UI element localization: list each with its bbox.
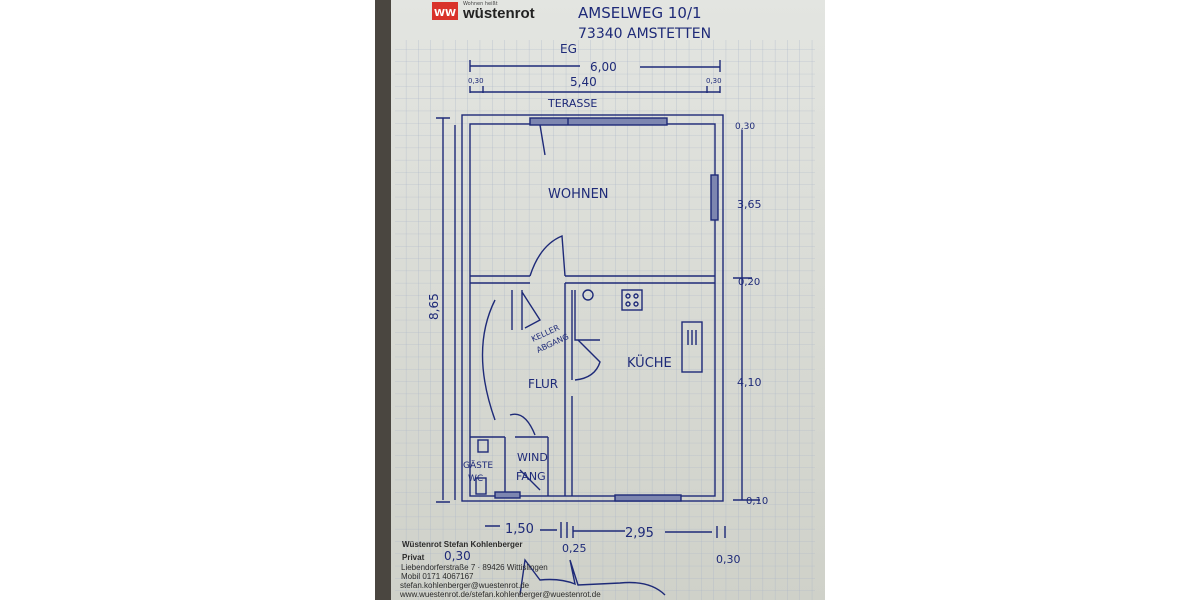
grid bbox=[395, 40, 815, 600]
logo-mark bbox=[432, 2, 458, 20]
dim-right-mid-wall: 0,20 bbox=[738, 277, 760, 288]
dim-bottom-left: 1,50 bbox=[505, 522, 534, 537]
dim-right-kitchen: 4,10 bbox=[737, 376, 762, 389]
svg-text:Wohnen heißt: Wohnen heißt bbox=[463, 1, 498, 7]
label-wc-1: GÄSTE bbox=[463, 460, 493, 471]
dim-bottom-mid-wall: 0,25 bbox=[562, 542, 587, 555]
plan-lines bbox=[436, 60, 760, 596]
label-vestibule-1: WIND bbox=[517, 451, 548, 464]
svg-text:WW: WW bbox=[434, 8, 456, 19]
card-street: Liebendorferstraße 7 · 89426 Wittislinge… bbox=[401, 563, 548, 572]
business-card-stamp: Wüstenrot Stefan Kohlenberger Privat Lie… bbox=[399, 540, 601, 599]
dim-bottom-right: 2,95 bbox=[625, 526, 654, 541]
wuestenrot-logo: WW Wohnen heißt wüstenrot bbox=[432, 1, 535, 22]
dim-top-left-wall: 0,30 bbox=[468, 77, 484, 85]
dim-left-total: 8,65 bbox=[427, 293, 441, 320]
label-hall: FLUR bbox=[528, 377, 558, 391]
svg-text:wüstenrot: wüstenrot bbox=[462, 5, 535, 22]
dim-top-right-wall: 0,30 bbox=[706, 77, 722, 85]
address-line1: AMSELWEG 10/1 bbox=[578, 4, 702, 22]
label-vestibule-2: FANG bbox=[516, 470, 546, 483]
dim-right-wall-top: 0,30 bbox=[735, 122, 755, 132]
dim-bottom-right-wall: 0,30 bbox=[716, 553, 741, 566]
card-email: stefan.kohlenberger@wuestenrot.de bbox=[400, 581, 530, 590]
address-line2: 73340 AMSTETTEN bbox=[578, 26, 711, 42]
dim-bottom-left-wall: 0,30 bbox=[444, 549, 471, 563]
label-wc-2: WC bbox=[468, 474, 483, 484]
dim-top-total: 6,00 bbox=[590, 60, 617, 74]
card-private-label: Privat bbox=[402, 553, 425, 562]
label-living: WOHNEN bbox=[548, 187, 609, 202]
label-terrace: TERASSE bbox=[547, 97, 597, 110]
dim-top-inner: 5,40 bbox=[570, 75, 597, 89]
card-name: Wüstenrot Stefan Kohlenberger bbox=[402, 540, 522, 549]
dim-right-living: 3,65 bbox=[737, 198, 762, 211]
label-kitchen: KÜCHE bbox=[627, 354, 672, 371]
card-web: www.wuestenrot.de/stefan.kohlenberger@wu… bbox=[399, 590, 601, 599]
paper-edge-shadow bbox=[375, 0, 391, 600]
dim-right-wall-bottom: 0,10 bbox=[746, 496, 768, 507]
floor-label: EG bbox=[560, 42, 577, 56]
card-mobile: Mobil 0171 4067167 bbox=[401, 572, 474, 581]
